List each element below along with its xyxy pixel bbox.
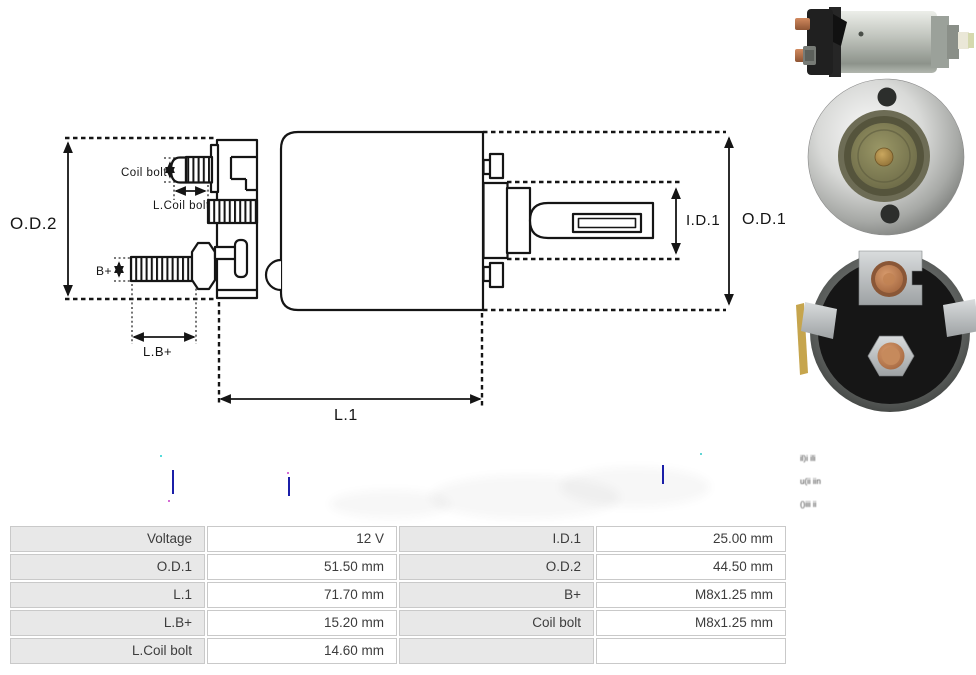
artifact-speck (700, 453, 702, 455)
coil-bolt-thread (184, 155, 214, 184)
spec-label-cell: B+ (399, 582, 594, 608)
spec-label-cell: L.1 (10, 582, 205, 608)
spec-label-cell (399, 638, 594, 664)
spec-value-cell: M8x1.25 mm (596, 610, 786, 636)
terminal-cap (807, 9, 833, 75)
spec-value-cell: 25.00 mm (596, 526, 786, 552)
copper-terminal-top (795, 18, 810, 30)
artifact-glyphs: il)i ili (800, 454, 816, 463)
spec-label-cell: O.D.1 (10, 554, 205, 580)
plunger-flange (482, 181, 509, 260)
spec-label-cell: L.B+ (10, 610, 205, 636)
dotted-helper-lines (114, 157, 209, 344)
faint-smudge (560, 467, 710, 507)
dimension-arrows (63, 136, 734, 404)
mounting-hole-top (877, 87, 897, 107)
spec-label-cell: Coil bolt (399, 610, 594, 636)
side-tab-left (801, 302, 837, 339)
side-tab-right (943, 299, 976, 337)
b-plus-thread (129, 255, 194, 283)
solenoid-photo-side-view (795, 7, 974, 77)
spec-value-cell: 14.60 mm (207, 638, 397, 664)
l-coil-bolt-label: L.Coil bolt (153, 200, 210, 212)
spec-table: Voltage 12 V I.D.1 25.00 mm O.D.1 51.50 … (10, 526, 786, 664)
b-plus-washer (233, 238, 249, 279)
artifact-speck (160, 455, 162, 457)
solenoid-technical-drawing: O.D.2 Coil bolt L.Coil bolt B+ L.B+ L.1 … (10, 130, 786, 424)
solenoid-outline (129, 130, 655, 312)
faint-smudge (330, 490, 450, 518)
spec-label-cell: I.D.1 (399, 526, 594, 552)
b-plus-nut (190, 241, 217, 291)
spec-label-cell: O.D.2 (399, 554, 594, 580)
l1-label: L.1 (334, 407, 358, 424)
spec-value-cell (596, 638, 786, 664)
plunger-tip (958, 32, 969, 49)
artifact-line (662, 465, 664, 484)
brass-pin (874, 147, 894, 167)
b-plus-label: B+ (96, 264, 112, 278)
spec-value-cell: 15.20 mm (207, 610, 397, 636)
coil-thread-collar (206, 198, 259, 225)
spec-value-cell: 51.50 mm (207, 554, 397, 580)
od2-label: O.D.2 (10, 214, 57, 233)
plastic-cap (818, 260, 962, 404)
spec-label-cell: Voltage (10, 526, 205, 552)
spec-label-cell: L.Coil bolt (10, 638, 205, 664)
artifact-glyphs: ()iii ii (800, 500, 817, 509)
bracket-notch (229, 155, 257, 192)
solenoid-photo-terminal-view (796, 250, 976, 412)
artifact-speck (287, 472, 289, 474)
coil-bolt-label: Coil bolt (121, 167, 167, 179)
artifact-speck (168, 500, 170, 502)
housing-hook (264, 258, 282, 292)
artifact-line (288, 477, 290, 496)
artifact-glyphs: u(ii iin (800, 477, 821, 486)
artifact-line (172, 470, 174, 494)
mounting-hole-bottom (880, 204, 900, 224)
extension-lines (65, 130, 726, 406)
solenoid-body (279, 130, 485, 312)
spec-value-cell: M8x1.25 mm (596, 582, 786, 608)
faint-smudge (430, 475, 620, 519)
id1-label: I.D.1 (686, 212, 720, 229)
watermark-artifacts: il)i ili u(ii iin ()iii ii (0, 445, 976, 523)
spec-value-cell: 71.70 mm (207, 582, 397, 608)
solenoid-photo-front-face (807, 78, 965, 236)
spec-value-cell: 44.50 mm (596, 554, 786, 580)
l-b-plus-label: L.B+ (143, 344, 172, 359)
coil-bolt-tip (169, 156, 188, 184)
od1-label: O.D.1 (742, 211, 786, 228)
spec-value-cell: 12 V (207, 526, 397, 552)
